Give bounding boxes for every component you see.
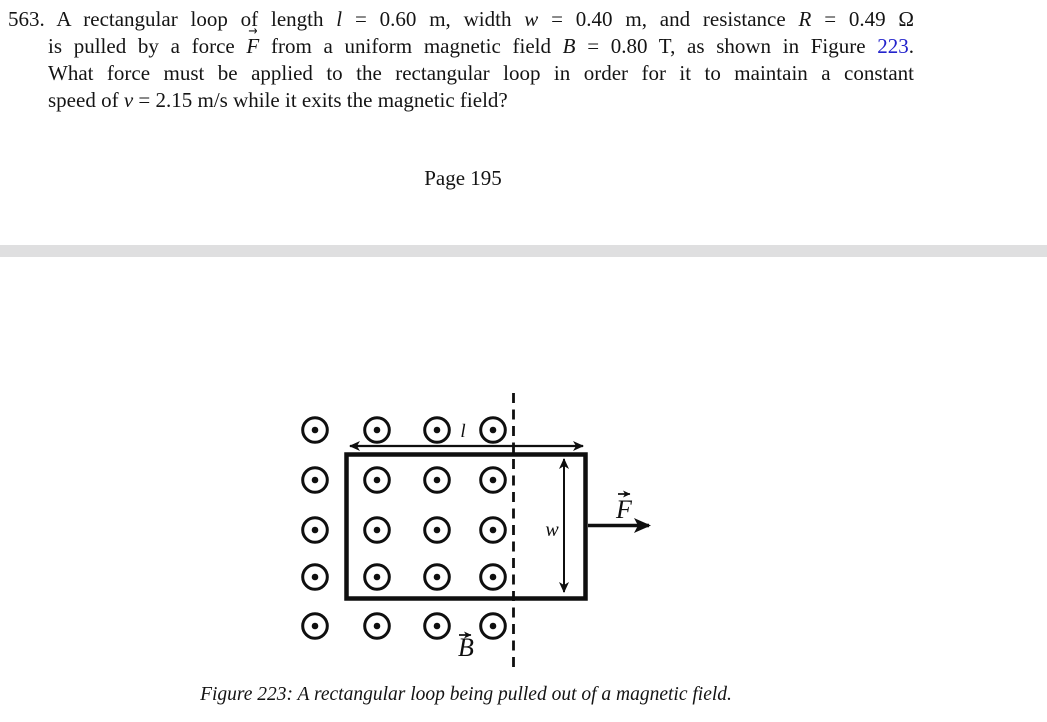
text-segment: speed of (48, 88, 124, 112)
figure-caption: Figure 223: A rectangular loop being pul… (200, 684, 732, 705)
field-dot (489, 426, 497, 434)
field-dot (373, 526, 381, 534)
field-label: B (458, 633, 474, 662)
text-segment: is pulled by a force (48, 34, 247, 58)
field-dot (373, 426, 381, 434)
problem-line-3: What force must be applied to the rectan… (48, 60, 914, 87)
text-segment: = 0.60 m, width (354, 7, 525, 31)
math-var-l: l (336, 7, 343, 31)
text-segment: What force must be applied to the rectan… (48, 61, 914, 85)
page-number-label: Page 195 (424, 166, 502, 190)
text-segment: = 0.80 T, as shown in Figure (587, 34, 878, 58)
field-dot (373, 622, 381, 630)
math-var-v: v (123, 88, 134, 112)
text-segment: = 0.40 m, and resistance (551, 7, 799, 31)
loop-rectangle (344, 452, 588, 601)
text-segment: = 2.15 m/s while it exits the magnetic f… (138, 88, 508, 112)
problem-figure: l w F B (301, 393, 651, 667)
field-dot (311, 476, 319, 484)
field-dot (489, 573, 497, 581)
field-dot (433, 573, 441, 581)
field-dot (433, 476, 441, 484)
field-dot (433, 426, 441, 434)
math-var-B: B (562, 34, 576, 58)
field-dot (433, 622, 441, 630)
width-label: w (545, 519, 559, 541)
text-segment: from a uniform magnetic field (270, 34, 563, 58)
field-dot (311, 426, 319, 434)
field-dot (489, 476, 497, 484)
figure-reference-link[interactable]: 223 (877, 34, 909, 58)
field-dot (489, 526, 497, 534)
length-label: l (460, 421, 465, 442)
field-dot (311, 526, 319, 534)
math-var-w: w (524, 7, 539, 31)
problem-line-2: is pulled by a force →F from a uniform m… (48, 24, 915, 60)
math-var-R: R (798, 7, 812, 31)
field-dot (311, 622, 319, 630)
field-dot (373, 476, 381, 484)
field-dot (311, 573, 319, 581)
vector-F-inline: →F (246, 24, 260, 58)
vector-arrow-icon: → (248, 24, 258, 39)
magnetic-field-symbols (301, 416, 507, 640)
problem-text: 563. A rectangular loop of length l = 0.… (8, 6, 914, 114)
problem-line-4: speed of v = 2.15 m/s while it exits the… (48, 87, 914, 114)
text-segment: A rectangular loop of length (56, 7, 337, 31)
text-segment: = 0.49 Ω (824, 7, 915, 31)
force-label: F (615, 495, 633, 524)
text-segment: . (908, 34, 915, 58)
problem-number: 563. (8, 7, 45, 31)
problem-line-1: 563. A rectangular loop of length l = 0.… (8, 6, 914, 33)
page-separator (0, 245, 1047, 257)
field-dot (433, 526, 441, 534)
field-dot (373, 573, 381, 581)
field-dot (489, 622, 497, 630)
